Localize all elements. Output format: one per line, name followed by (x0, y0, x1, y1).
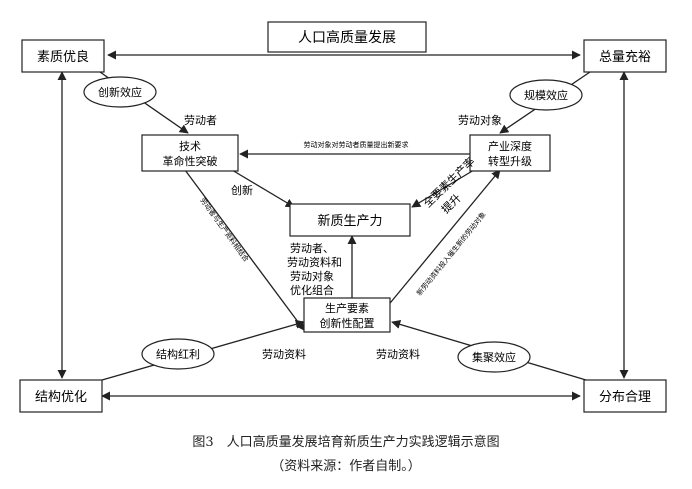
corner-top-left-label: 素质优良 (37, 49, 89, 65)
center-box-label: 新质生产力 (317, 213, 382, 229)
oval-agglomeration-effect: 集聚效应 (457, 341, 531, 373)
oval-innovation-effect-label: 创新效应 (98, 85, 142, 99)
factor-box: 生产要素 创新性配置 (303, 297, 391, 333)
label-laborer: 劳动者 (184, 114, 217, 127)
edge-factor-to-industry (385, 169, 501, 309)
oval-innovation-effect: 创新效应 (83, 76, 157, 108)
corner-bottom-left: 结构优化 (19, 379, 103, 413)
center-box: 新质生产力 (289, 203, 411, 237)
label-labor-material-right: 劳动资料 (376, 347, 420, 361)
label-innovation: 创新 (231, 183, 253, 197)
title-text: 人口高质量发展 (298, 29, 396, 46)
tech-box-line1: 技术 (179, 140, 201, 153)
label-combo-line4: 优化组合 (290, 283, 334, 297)
edge-tech-to-center (231, 169, 295, 208)
tech-box: 技术 革命性突破 (141, 134, 239, 172)
oval-scale-effect-label: 规模效应 (524, 88, 568, 102)
caption-line2: （资料来源：作者自制。） (271, 459, 421, 474)
oval-structure-dividend: 结构红利 (141, 338, 215, 370)
factor-box-line1: 生产要素 (325, 301, 369, 315)
corner-top-left: 素质优良 (21, 39, 105, 73)
corner-bottom-right: 分布合理 (583, 379, 667, 413)
edge-industry-to-center (411, 169, 475, 208)
tech-box-line2: 革命性突破 (163, 154, 218, 168)
label-combo-line1: 劳动者、 (290, 242, 334, 255)
corner-bottom-right-label: 分布合理 (599, 390, 651, 405)
label-industry-to-tech: 劳动对象对劳动者质量提出新要求 (304, 140, 409, 149)
label-combo-line3: 劳动对象 (290, 269, 334, 283)
caption-line1: 图3 人口高质量发展培育新质生产力实践逻辑示意图 (192, 434, 499, 450)
industry-box-line2: 转型升级 (488, 154, 532, 168)
label-labor-material-left: 劳动资料 (262, 347, 306, 361)
label-labor-object: 劳动对象 (458, 113, 502, 127)
industry-box-line1: 产业深度 (488, 139, 532, 153)
title-box: 人口高质量发展 (267, 21, 427, 53)
factor-box-line2: 创新性配置 (320, 316, 375, 330)
label-combo-line2: 劳动资料和 (287, 255, 342, 269)
industry-box: 产业深度 转型升级 (469, 134, 551, 172)
oval-scale-effect: 规模效应 (509, 79, 583, 111)
oval-structure-dividend-label: 结构红利 (156, 347, 200, 361)
corner-top-right-label: 总量充裕 (599, 49, 651, 65)
label-factor-diag: 新劳动资料投入催生新的劳动对象 (415, 210, 488, 297)
corner-top-right: 总量充裕 (583, 39, 667, 73)
label-tech-diag: 劳动者与生产资料相结合 (198, 196, 251, 264)
corner-bottom-left-label: 结构优化 (35, 390, 87, 405)
oval-agglomeration-effect-label: 集聚效应 (472, 350, 516, 364)
edge-tech-to-factor (184, 169, 305, 331)
